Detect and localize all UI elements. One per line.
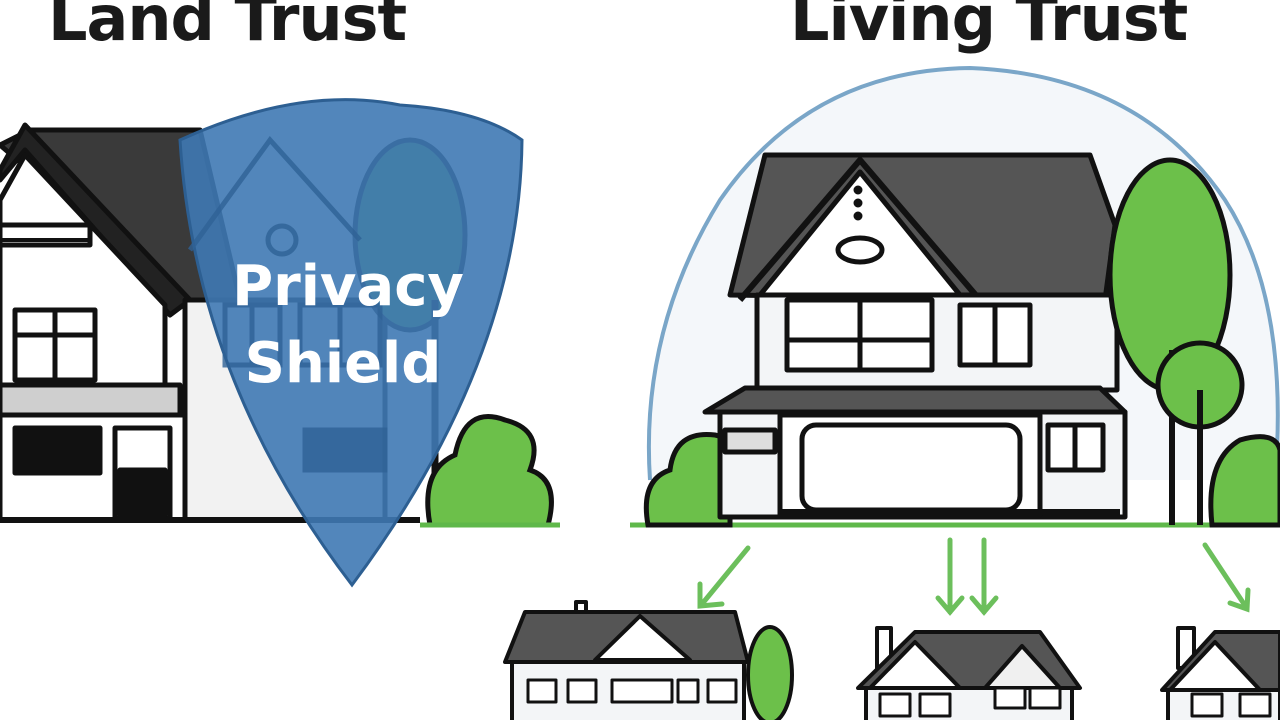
shield-label-line2: Shield [245, 331, 442, 396]
arrow-down-icon [697, 545, 751, 609]
living-trust-title: Living Trust [790, 0, 1188, 55]
beneficiary-house-icon [1160, 626, 1280, 720]
beneficiary-house-icon [503, 600, 794, 720]
bush-icon [1208, 434, 1280, 528]
shield-label-line1: Privacy [232, 254, 464, 319]
bush-icon [425, 414, 554, 528]
tree-icon [1155, 340, 1245, 525]
living-trust-house-icon [702, 152, 1128, 520]
arrow-down-icon [969, 537, 999, 616]
privacy-shield-icon: Privacy Shield [178, 98, 524, 588]
beneficiary-house-icon [856, 626, 1082, 720]
land-trust-title: Land Trust [48, 0, 407, 55]
arrow-down-icon [935, 537, 965, 616]
arrow-down-icon [1202, 542, 1251, 613]
